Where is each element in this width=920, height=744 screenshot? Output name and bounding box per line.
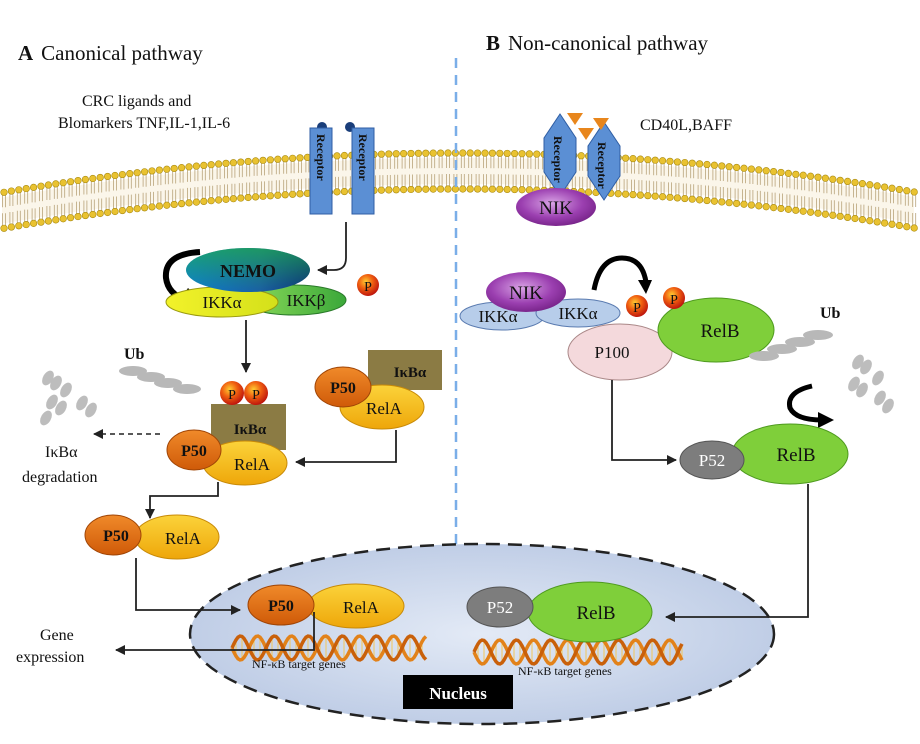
panel-b-letter: B	[486, 31, 500, 55]
phospho-p100-1	[626, 295, 648, 317]
p50-protein-a3	[84, 514, 142, 556]
arrow-release-p50rela	[145, 482, 219, 519]
ikka-b2-protein	[535, 298, 621, 328]
cell-membrane	[0, 149, 918, 232]
p100-protein	[567, 323, 673, 381]
receptor-a-right-label: Receptor	[356, 134, 370, 181]
ubiquitin-chain-a	[119, 366, 201, 394]
ikba-label-a-inactive: IκBα	[394, 365, 427, 381]
phospho-ikba-2	[244, 381, 268, 405]
p52-protein-b1	[679, 440, 745, 480]
rela-label-a1: RelA	[234, 455, 271, 474]
nik-protein-membrane	[516, 188, 596, 226]
receptor-a-left-label: Receptor	[314, 134, 328, 181]
degraded-fragments-b	[848, 354, 894, 414]
receptor-a-left: Receptor	[309, 122, 333, 215]
nik-label-membrane: NIK	[539, 198, 573, 219]
relb-label-nucleus: RelB	[576, 603, 615, 624]
p50-protein-nucleus	[247, 584, 315, 626]
p50-label-a1: P50	[181, 443, 207, 460]
phospho-ikba-1-label: P	[228, 388, 236, 403]
panel-a-letter: A	[18, 41, 34, 65]
nik-protein-complex	[486, 272, 566, 312]
p52-protein-nucleus	[466, 586, 534, 628]
ub-label-a: Ub	[124, 346, 145, 363]
ikka-b2-label: IKKα	[558, 304, 597, 323]
ikka-b1-label: IKKα	[478, 307, 517, 326]
gene-expression-line2: expression	[16, 649, 84, 666]
relb-label-b1: RelB	[700, 321, 739, 342]
degradation-line1: IκBα	[45, 444, 78, 461]
ub-label-b: Ub	[820, 305, 841, 322]
panel-a-ligands-line1: CRC ligands and	[82, 93, 191, 110]
target-genes-label-b: NF-κB target genes	[518, 664, 612, 678]
phospho-ikba-1	[220, 381, 244, 405]
rela-label-a3: RelA	[165, 529, 202, 548]
p50-protein-a2	[314, 366, 372, 408]
p52-label-nucleus: P52	[487, 598, 513, 617]
arrow-p52relb-to-nucleus	[665, 484, 809, 622]
receptor-b-right-label: Receptor	[595, 142, 609, 189]
dna-helix-noncanonical	[472, 638, 684, 666]
panel-b-title: Non-canonical pathway	[508, 31, 709, 55]
nucleus-label: Nucleus	[429, 684, 487, 703]
p50-protein-a1	[166, 429, 222, 471]
ikka-label: IKKα	[202, 293, 241, 312]
phospho-ikba-2-label: P	[252, 388, 260, 403]
arrow-gene-expression	[115, 612, 315, 655]
panel-a-ligands-line2: Blomarkers TNF,IL-1,IL-6	[58, 115, 230, 132]
panel-b-ligands: CD40L,BAFF	[640, 117, 732, 134]
curved-arrow-processing-head	[818, 412, 834, 428]
ubiquitin-chain-b	[749, 330, 833, 361]
p50-label-a2: P50	[330, 380, 356, 397]
arrow-p100-to-p52	[611, 380, 677, 465]
nik-label-complex: NIK	[509, 283, 543, 304]
dna-helix-canonical	[230, 634, 428, 662]
ikkb-label: IKKβ	[287, 291, 326, 310]
p50-label-nucleus: P50	[268, 598, 294, 615]
target-genes-label-a: NF-κB target genes	[252, 657, 346, 671]
phospho-ikk-a	[357, 274, 379, 296]
curved-arrow-nik-head	[638, 280, 652, 294]
receptor-b-left-label: Receptor	[551, 136, 565, 183]
nemo-label: NEMO	[220, 261, 276, 281]
relb-label-b2: RelB	[776, 445, 815, 466]
rela-label-nucleus: RelA	[343, 598, 380, 617]
p100-label: P100	[595, 343, 630, 362]
cd40l-baff-ligands	[567, 113, 609, 140]
p50-label-a3: P50	[103, 528, 129, 545]
degraded-fragments	[40, 370, 97, 426]
curved-arrow-nik	[591, 255, 649, 291]
panel-b-heading: B Non-canonical pathway	[486, 31, 709, 55]
ikba-label-a-phospho: IκBα	[234, 422, 267, 438]
panel-a-heading: A Canonical pathway	[18, 41, 203, 65]
receptor-b-right: Receptor	[587, 121, 621, 201]
phospho-p100-2	[663, 287, 685, 309]
phospho-ikk-a-label: P	[364, 280, 372, 295]
phospho-p100-1-label: P	[633, 301, 641, 316]
receptor-b-left: Receptor	[543, 113, 577, 197]
ikba-box-a-inactive	[368, 350, 442, 390]
arrow-complex-to-p50rela	[295, 430, 397, 467]
degradation-line2: degradation	[22, 469, 98, 486]
nucleus: Nucleus	[188, 542, 776, 726]
arrow-receptor-to-nemo	[317, 222, 347, 275]
relb-protein-b1	[657, 297, 775, 363]
curved-arrow-processing	[786, 383, 823, 423]
arrow-p50rela-to-nucleus	[135, 558, 241, 615]
receptor-a-right: Receptor	[345, 122, 375, 215]
gene-expression-line1: Gene	[40, 627, 74, 644]
rela-label-a2: RelA	[366, 399, 403, 418]
panel-a-title: Canonical pathway	[41, 41, 203, 65]
phospho-p100-2-label: P	[670, 293, 678, 308]
p52-label-b1: P52	[699, 451, 725, 470]
